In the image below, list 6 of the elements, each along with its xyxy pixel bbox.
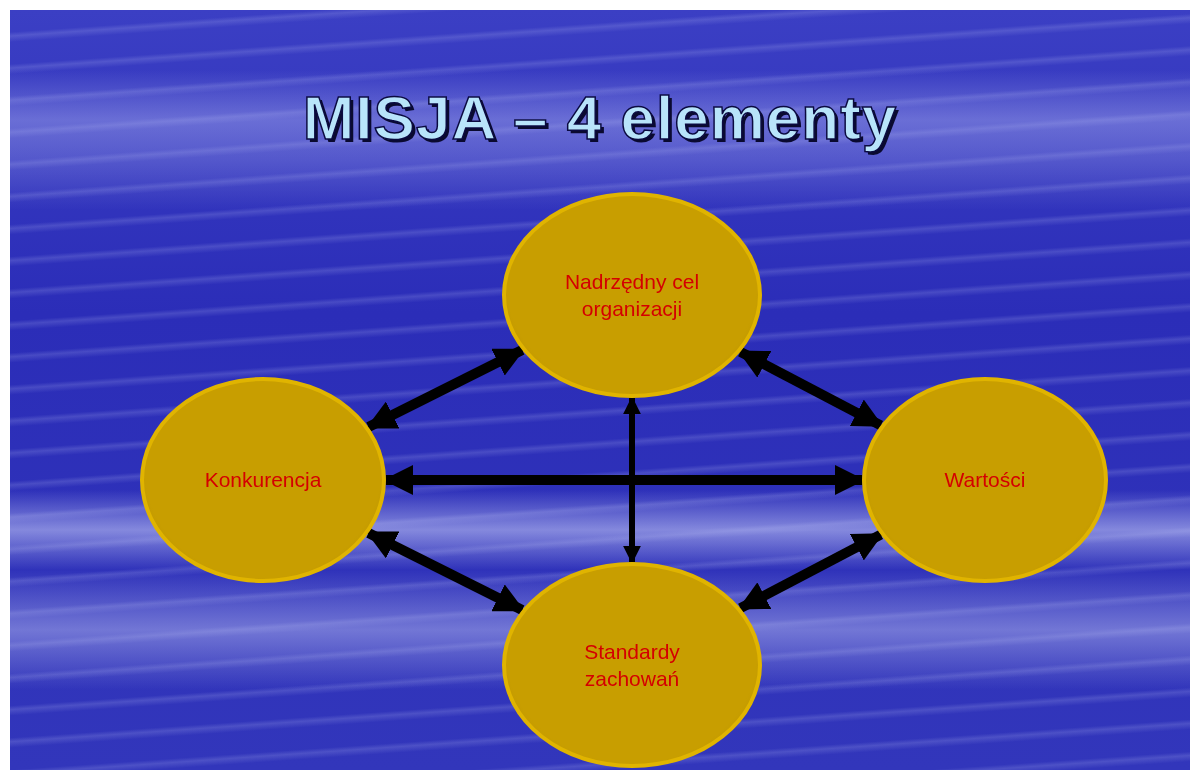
double-arrow (623, 396, 641, 564)
title: MISJA – 4 elementy (301, 82, 899, 153)
node-label: Wartości (944, 467, 1026, 494)
node-label: Standardy zachowań (583, 638, 681, 692)
node-label: Nadrzędny cel organizacji (563, 268, 701, 322)
node-label: Konkurencja (204, 467, 322, 494)
